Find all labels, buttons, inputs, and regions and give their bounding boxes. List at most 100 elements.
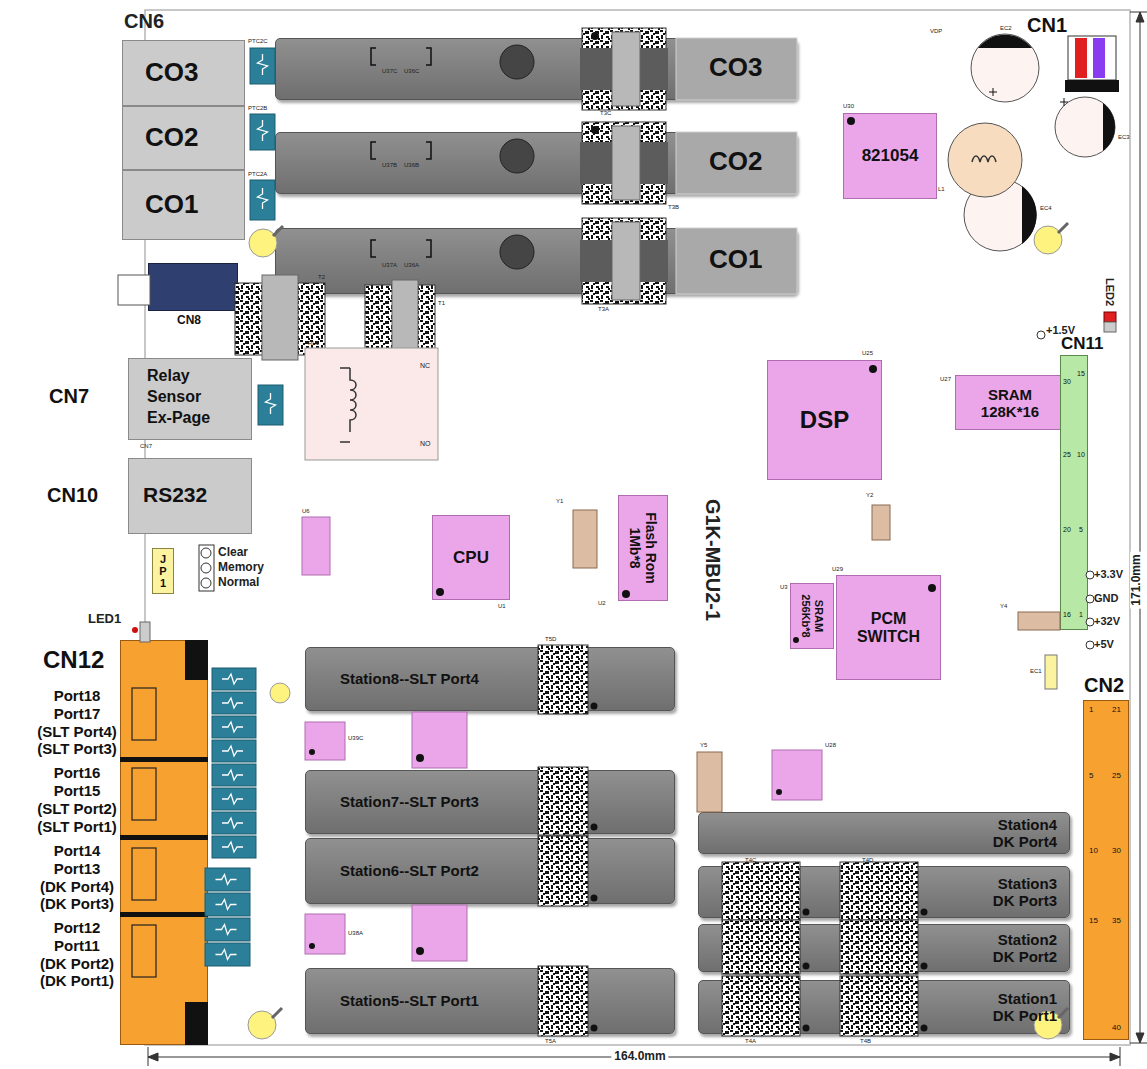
protection-device xyxy=(212,836,256,858)
ic-chip xyxy=(412,712,467,768)
board-edge xyxy=(145,10,1130,1045)
capacitor xyxy=(964,179,1036,251)
part-label: Station6--SLT Port2 xyxy=(340,862,479,879)
part-label: Y5 xyxy=(700,742,707,749)
station-transformer xyxy=(803,1025,810,1032)
coupling-transformer xyxy=(392,280,418,370)
protection-device xyxy=(266,393,276,414)
station-transformer xyxy=(840,862,918,920)
part-label: +32V xyxy=(1094,615,1120,628)
part-label: (DK Port1) xyxy=(35,972,119,989)
ic-chip: 821054 xyxy=(843,113,937,199)
pin-number: 25 xyxy=(1112,771,1121,780)
ic-chip xyxy=(305,722,345,760)
ic-chip: CPU xyxy=(432,515,510,600)
part-label: LED2 xyxy=(1104,278,1117,306)
text-group: Station8--SLT Port4 xyxy=(340,670,479,687)
ic-chip xyxy=(412,905,467,961)
jumper-pins xyxy=(199,545,214,591)
pin-one-dot xyxy=(776,789,782,795)
part-label: U38A xyxy=(348,930,363,937)
part-label: CO2 xyxy=(145,123,198,153)
ic-chip xyxy=(302,517,330,575)
pin-one-dot xyxy=(309,943,315,949)
part-label: Station7--SLT Port3 xyxy=(340,793,479,810)
part-label: NC xyxy=(420,362,430,370)
line-circuit: CO3 xyxy=(275,38,797,100)
crystal xyxy=(697,752,722,812)
dimension-line xyxy=(1136,12,1144,1043)
co-label-panel xyxy=(676,132,797,194)
part-label: Y1 xyxy=(556,498,563,505)
part-label: Ex-Page xyxy=(147,409,210,427)
part-label: Y4 xyxy=(1000,603,1007,610)
pin-number: 15 xyxy=(1077,370,1085,378)
mounting-screw xyxy=(272,223,1068,1018)
part-label: DK Port2 xyxy=(993,948,1057,965)
part-label: CO1 xyxy=(709,245,762,275)
station-transformer xyxy=(921,963,928,970)
protection-device xyxy=(222,818,243,828)
protection-device xyxy=(222,842,243,852)
part-label: U36B xyxy=(404,162,419,169)
test-point xyxy=(1086,595,1094,603)
part-label: T1 xyxy=(438,300,445,307)
connector-port: CO1 xyxy=(122,170,245,240)
part-label: Station2 xyxy=(998,931,1057,948)
part-label: VDP xyxy=(930,28,942,35)
ic-bracket xyxy=(371,48,431,257)
protection-device xyxy=(212,740,256,762)
pin-one-dot xyxy=(869,365,877,373)
text-group: Station1DK Port1 xyxy=(993,990,1057,1025)
capacitor xyxy=(971,34,1039,102)
relay xyxy=(305,348,438,460)
text-group: 821054 xyxy=(862,146,919,166)
part-label: 1Mb*8 xyxy=(627,527,643,568)
part-label: Memory xyxy=(218,561,264,575)
connector: CN7RelaySensorEx-Page xyxy=(128,358,252,440)
pin-number: 40 xyxy=(1112,1023,1121,1032)
station-transformer xyxy=(803,909,810,916)
pin-header: CN21215251030153540 xyxy=(1083,700,1129,1040)
mounting-screw xyxy=(1034,226,1062,254)
cn8-plug xyxy=(118,275,150,305)
part-label: LED1 xyxy=(88,612,121,627)
mounting-screw xyxy=(248,223,1068,1039)
crystal xyxy=(573,505,1060,812)
ic-chip: SRAM128K*16 xyxy=(955,375,1065,430)
part-label: JP1 xyxy=(158,553,169,589)
station-transformer xyxy=(803,963,810,970)
station-transformer xyxy=(722,920,800,974)
transistor-symbol xyxy=(500,139,534,173)
text-group: SRAM256Kb*8 xyxy=(799,594,824,637)
part-label: CN6 xyxy=(124,10,164,33)
co-label-panel xyxy=(676,38,797,100)
dimension-line xyxy=(1130,12,1147,13)
protection-device xyxy=(222,698,243,708)
part-label: (SLT Port4) xyxy=(35,723,119,740)
ic-chip: Flash Rom1Mb*8 xyxy=(618,495,668,601)
part-label: Port13 xyxy=(35,860,119,877)
part-label: RS232 xyxy=(143,483,207,507)
dimension-line xyxy=(148,12,1147,1066)
station-transformer xyxy=(591,824,598,831)
line-transformer xyxy=(580,142,668,184)
power-connector xyxy=(1065,80,1119,92)
capacitor xyxy=(978,35,1032,48)
station-transformer xyxy=(840,920,918,974)
cn12-detail xyxy=(120,835,208,840)
part-label: (DK Port4) xyxy=(35,878,119,895)
part-label: U1 xyxy=(498,603,506,610)
station-transformer xyxy=(921,1025,928,1032)
pin-number: 1 xyxy=(1079,611,1083,619)
part-label: U37C xyxy=(382,68,397,75)
station-transformer xyxy=(722,862,800,920)
part-label: L1 xyxy=(938,186,945,193)
part-label: CN2 xyxy=(1084,674,1124,697)
crystal xyxy=(1018,612,1060,630)
part-label: (DK Port3) xyxy=(35,895,119,912)
part-label: T3C xyxy=(600,110,611,117)
dimension-label: 171.0mm xyxy=(1130,551,1144,608)
cn8-plug xyxy=(118,275,150,305)
